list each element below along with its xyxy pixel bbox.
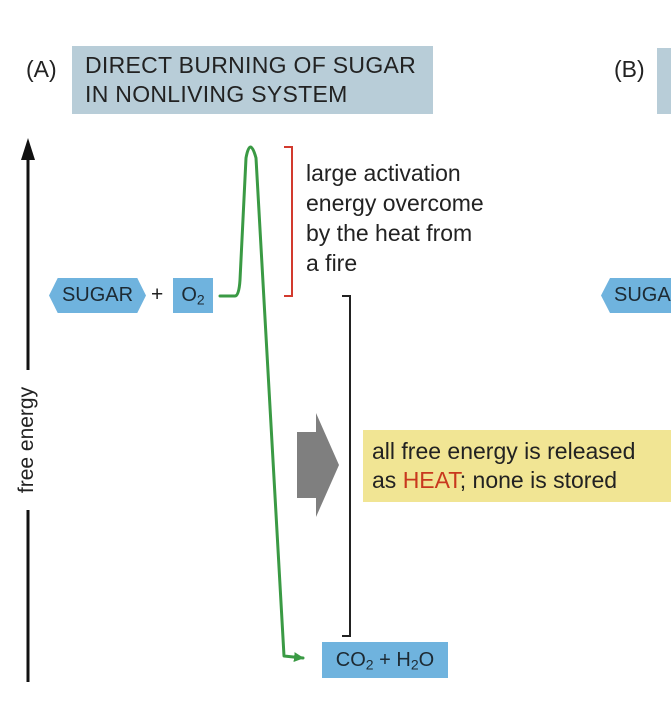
oxygen-symbol: O (181, 284, 197, 306)
release-note-line-2: as HEAT; none is stored (372, 466, 671, 495)
release-arrow-icon (297, 413, 339, 517)
reactant-plus: + (151, 283, 164, 306)
activation-note: large activation energy overcome by the … (306, 158, 484, 278)
release-note: all free energy is released as HEAT; non… (363, 430, 671, 502)
oxygen-molecule: O2 (173, 278, 213, 313)
heat-word: HEAT (402, 467, 460, 493)
panel-b-letter: (B) (614, 56, 645, 82)
activation-note-line: energy overcome (306, 190, 484, 216)
h2o-end: O (418, 649, 435, 671)
h2o-symbol: H (396, 649, 411, 671)
activation-note-line: by the heat from (306, 220, 473, 246)
release-note-line-1: all free energy is released (372, 438, 636, 464)
co2-symbol: CO (335, 649, 366, 671)
products-molecule: CO2 + H2O (322, 642, 448, 678)
activation-note-line: large activation (306, 160, 461, 186)
panel-a-title: DIRECT BURNING OF SUGAR IN NONLIVING SYS… (72, 46, 433, 114)
panel-b-sugar-molecule: SUGA (601, 278, 671, 313)
h2o-subscript: 2 (410, 656, 419, 673)
panel-a-letter: (A) (26, 56, 57, 82)
panel-a-title-line-2: IN NONLIVING SYSTEM (85, 81, 348, 107)
release-bracket (342, 295, 351, 637)
release-note-suffix: ; none is stored (459, 467, 618, 493)
energy-path (218, 145, 305, 663)
sugar-molecule: SUGAR (49, 278, 146, 313)
release-note-prefix: as (372, 467, 403, 493)
panel-a-title-line-1: DIRECT BURNING OF SUGAR (85, 52, 417, 78)
products-plus: + (373, 649, 397, 671)
activation-bracket (284, 146, 293, 297)
axis-label: free energy (15, 370, 39, 510)
activation-note-line: a fire (306, 250, 358, 276)
oxygen-subscript: 2 (196, 291, 205, 308)
panel-b-title-stub (657, 48, 671, 114)
co2-subscript: 2 (365, 656, 374, 673)
axis-arrowhead (21, 138, 35, 160)
